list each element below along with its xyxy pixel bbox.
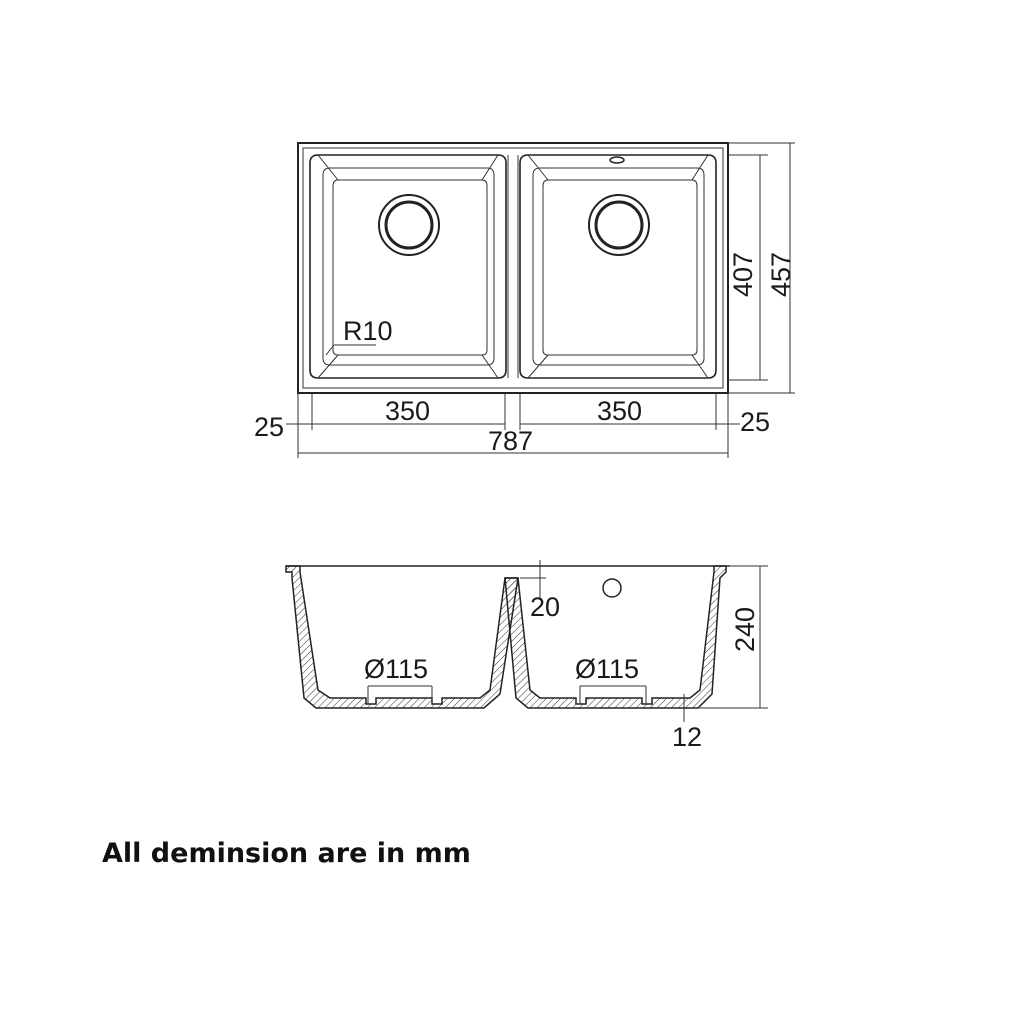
left-bowl-section	[285, 565, 519, 709]
left-bowl-width-label: 350	[385, 396, 430, 426]
wall-thickness-label: 12	[672, 722, 702, 752]
section-view: Ø115 Ø115 20 240 12	[285, 560, 768, 752]
left-margin-label: 25	[254, 412, 284, 442]
right-margin-label: 25	[740, 407, 770, 437]
overflow-hole	[609, 156, 625, 164]
right-bowl-width-label: 350	[597, 396, 642, 426]
right-bowl-section	[504, 565, 727, 709]
rim-offset-label: 20	[530, 592, 560, 622]
overflow-hole-section	[602, 578, 622, 598]
overall-depth-label: 457	[766, 252, 796, 297]
sink-outer-outline	[297, 142, 729, 394]
right-bowl-plan	[519, 154, 717, 379]
right-drain-hole	[588, 194, 650, 256]
rim-offset-dimension: 20	[520, 560, 560, 622]
height-dimension: 240	[698, 565, 768, 709]
corner-radius-label: R10	[343, 316, 393, 346]
drain-dimensions: Ø115 Ø115	[364, 654, 647, 704]
units-note: All deminsion are in mm	[102, 838, 471, 869]
left-drain-diameter-label: Ø115	[364, 654, 428, 684]
right-drain-diameter-label: Ø115	[575, 654, 639, 684]
width-dimensions: 350 350 25 25 787	[254, 393, 770, 458]
left-bowl-plan	[309, 154, 507, 379]
left-drain-hole	[378, 194, 440, 256]
overall-width-label: 787	[488, 426, 533, 456]
bowl-height-label: 240	[730, 607, 760, 652]
depth-dimensions: 407 457	[728, 142, 796, 394]
sink-inner-outline	[302, 147, 724, 389]
bowl-depth-label: 407	[728, 252, 758, 297]
thickness-dimension: 12	[672, 694, 702, 752]
plan-view: R10 407 457 350 350 25	[254, 142, 796, 458]
